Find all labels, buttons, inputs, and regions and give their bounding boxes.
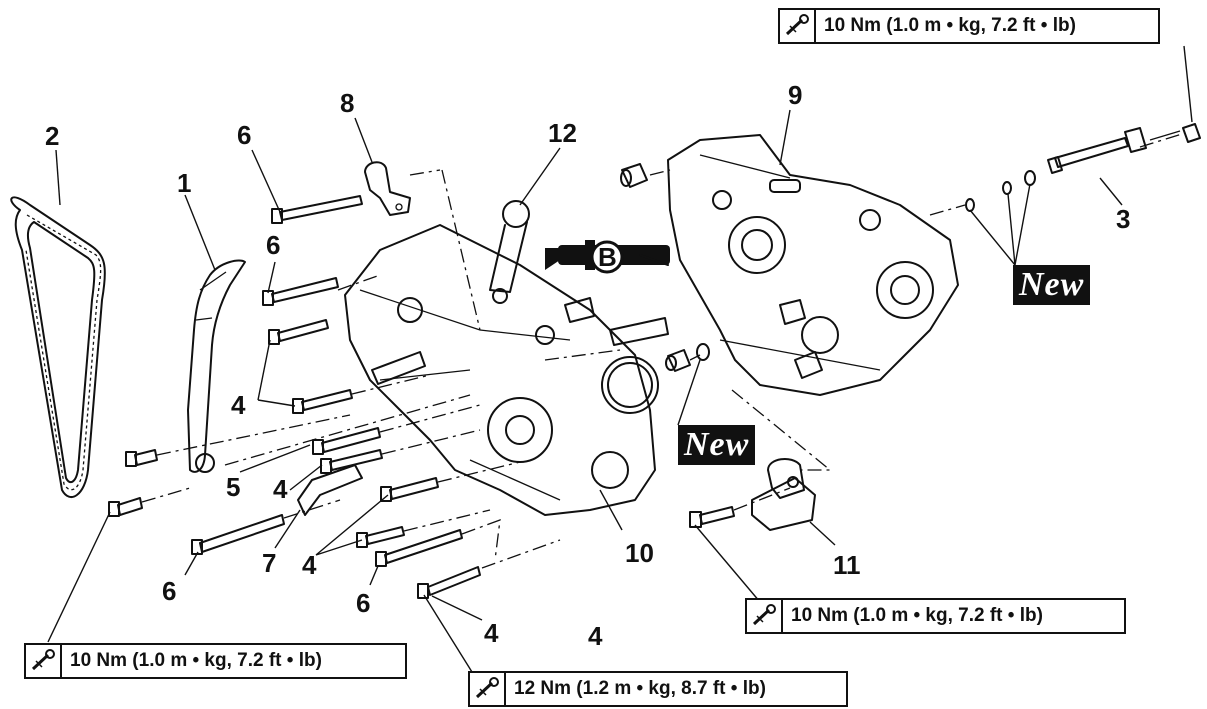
torque-spec-bottom-left: 10 Nm (1.0 m • kg, 7.2 ft • lb) (24, 643, 407, 679)
callout-4d: 4 (484, 618, 499, 648)
lube-b-circle (590, 240, 624, 274)
leader-lines (47, 45, 1193, 673)
torque-wrench-icon (780, 10, 816, 42)
torque-spec-bottom-center: 12 Nm (1.2 m • kg, 8.7 ft • lb) (468, 671, 848, 707)
dowel-pins (620, 163, 691, 372)
callout-9: 9 (788, 80, 802, 110)
torque-spec-top-right: 10 Nm (1.0 m • kg, 7.2 ft • lb) (778, 8, 1160, 44)
torque-value-mid-right: 10 Nm (1.0 m • kg, 7.2 ft • lb) (791, 605, 1043, 626)
new-badge-right: New (1013, 265, 1091, 305)
callout-8: 8 (340, 88, 354, 118)
torque-spec-mid-right: 10 Nm (1.0 m • kg, 7.2 ft • lb) (745, 598, 1126, 634)
o-rings (696, 170, 1036, 361)
timing-chain (10, 196, 106, 498)
crankcase-right (667, 134, 959, 396)
torque-wrench-icon (747, 600, 783, 632)
assembly-lines (141, 132, 1186, 569)
bolts (108, 195, 735, 599)
plate (297, 464, 363, 516)
callout-3: 3 (1116, 204, 1130, 234)
callout-4a: 4 (231, 390, 246, 420)
strainer-bracket (751, 458, 816, 531)
new-badge-center: New (678, 425, 756, 465)
callout-6: 6 (237, 120, 251, 150)
chain-guide (187, 259, 246, 473)
callout-11: 11 (833, 550, 861, 580)
callout-2: 2 (45, 121, 59, 151)
callout-1: 1 (177, 168, 191, 198)
callout-10: 10 (625, 538, 654, 568)
torque-value-bottom-center: 12 Nm (1.2 m • kg, 8.7 ft • lb) (514, 678, 766, 699)
callout-7: 7 (262, 548, 276, 578)
callout-numbers: 2 1 6 8 12 9 3 6 4 5 4 7 4 6 6 4 4 10 11 (45, 80, 1130, 651)
torque-value-top-right: 10 Nm (1.0 m • kg, 7.2 ft • lb) (824, 15, 1076, 36)
shift-lever (489, 200, 530, 304)
lube-b-text: B (598, 242, 617, 272)
lube-symbol: B (545, 240, 670, 274)
callout-6b: 6 (266, 230, 280, 260)
tensioner-rod (1047, 123, 1201, 174)
shafts (371, 297, 669, 414)
torque-wrench-icon (26, 645, 62, 677)
callout-12: 12 (548, 118, 577, 148)
callout-4c: 4 (302, 550, 317, 580)
torque-value-bottom-left: 10 Nm (1.0 m • kg, 7.2 ft • lb) (70, 650, 322, 671)
callout-4b: 4 (273, 474, 288, 504)
bracket (364, 161, 411, 216)
callout-5: 5 (226, 472, 240, 502)
callout-6d: 6 (356, 588, 370, 618)
torque-wrench-icon (470, 673, 506, 705)
callout-6c: 6 (162, 576, 176, 606)
callout-4e: 4 (588, 621, 603, 651)
